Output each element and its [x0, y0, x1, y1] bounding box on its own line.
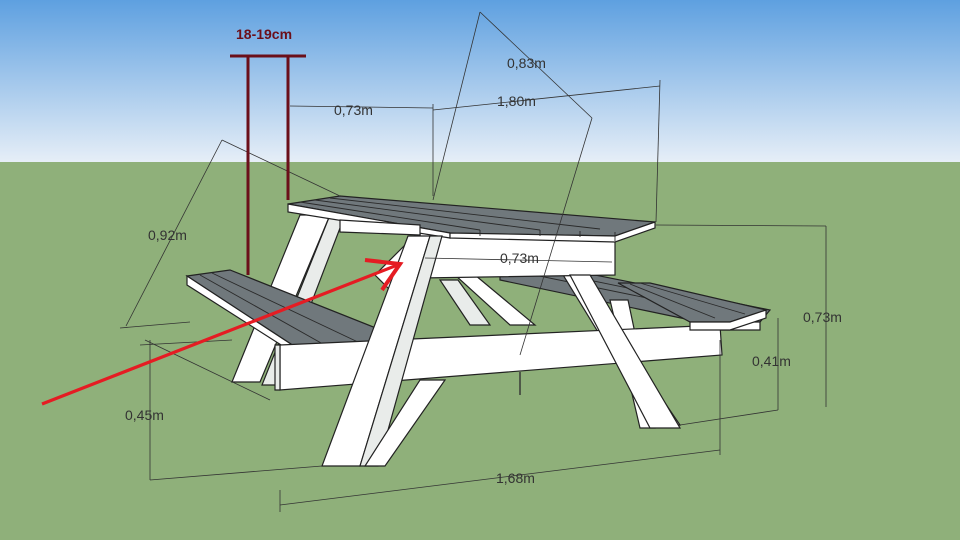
label-top-length: 1,80m: [497, 93, 536, 109]
sky: [0, 0, 960, 162]
label-top-depth: 0,83m: [507, 55, 546, 71]
label-leg-spread: 0,92m: [148, 227, 187, 243]
front-right-legs: [569, 274, 682, 429]
front-legs: [321, 235, 447, 467]
tabletop: [287, 195, 656, 243]
label-base-length: 1,68m: [496, 470, 535, 486]
label-seat-height: 0,41m: [752, 353, 791, 369]
dimensions: [119, 11, 827, 512]
label-inner-width: 0,73m: [500, 250, 539, 266]
red-arrow: [41, 258, 404, 406]
label-table-height: 0,73m: [803, 309, 842, 325]
right-bench: [617, 282, 769, 331]
picnic-table: [185, 195, 772, 467]
label-overhang: 0,73m: [334, 102, 373, 118]
spacing-posts: [230, 54, 306, 275]
label-post-gap: 18-19cm: [236, 26, 292, 42]
label-seat-height-front: 0,45m: [125, 407, 164, 423]
top-cleat: [339, 219, 421, 236]
